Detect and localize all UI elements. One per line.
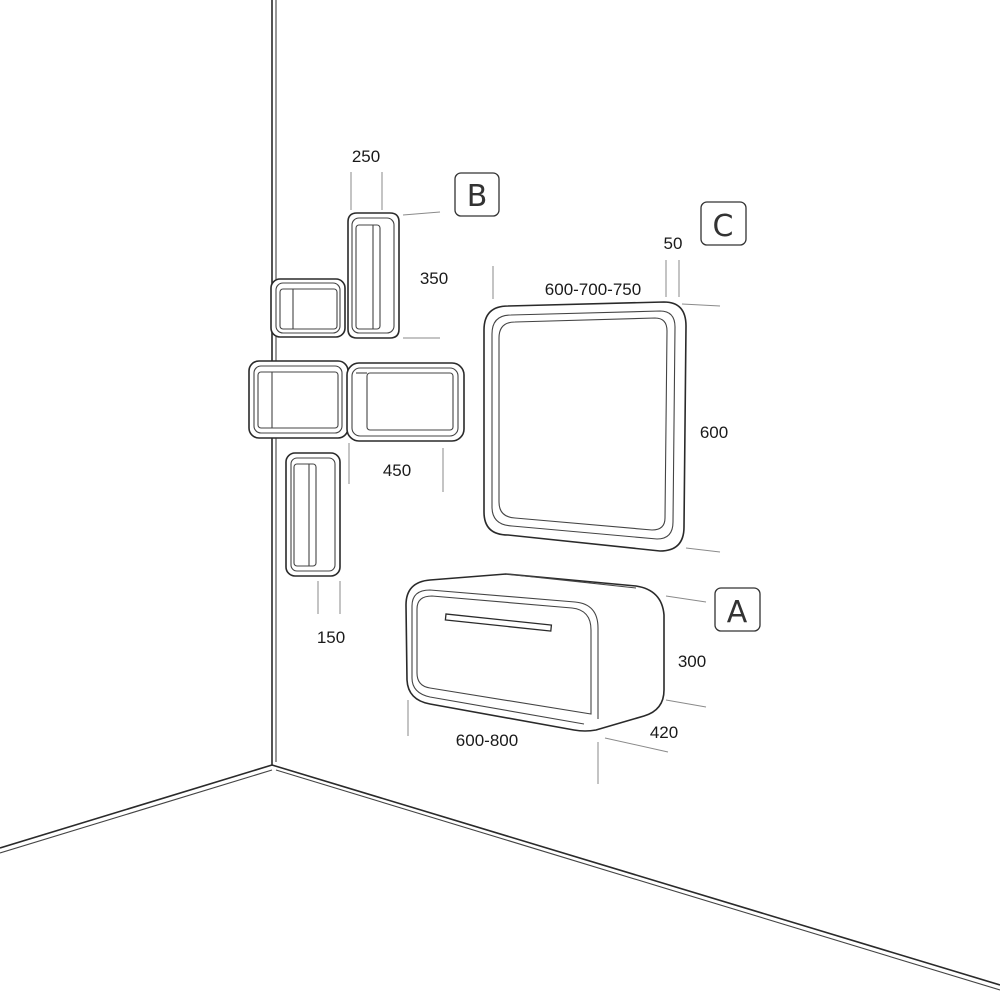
dim-mirror-depth: 50 (664, 234, 683, 253)
tag-b-box: B (454, 172, 500, 217)
tag-a-label: A (727, 595, 748, 630)
dim-cabinet-depth: 420 (650, 723, 678, 742)
shelf-narrow-vertical (285, 452, 341, 577)
mirror-c (483, 260, 721, 553)
shelf-cube-small (270, 278, 346, 338)
shelf-group-b (248, 172, 465, 614)
dim-cabinet-height: 300 (678, 652, 706, 671)
tag-a-box: A (714, 587, 761, 632)
shelf-wide-right (346, 362, 465, 442)
shelf-tall-vertical (347, 212, 400, 339)
cabinet-a (405, 573, 707, 784)
dim-shelf-width: 250 (352, 147, 380, 166)
dim-mirror-width: 600-700-750 (545, 280, 641, 299)
dim-shelf-long: 450 (383, 461, 411, 480)
cabinet-handle (444, 613, 553, 632)
tag-c-box: C (700, 201, 747, 246)
floor-right-line (271, 764, 1000, 986)
shelf-wide-left (248, 360, 349, 439)
tag-c-label: C (713, 209, 734, 244)
floor-left-line-inner (0, 769, 273, 854)
floor-right-line-inner (275, 769, 1000, 991)
dim-shelf-height: 350 (420, 269, 448, 288)
tag-b-label: B (467, 179, 488, 214)
dim-mirror-height: 600 (700, 423, 728, 442)
dim-cabinet-width: 600-800 (456, 731, 518, 750)
dim-shelf-narrow: 150 (317, 628, 345, 647)
floor-left-line (0, 764, 273, 849)
